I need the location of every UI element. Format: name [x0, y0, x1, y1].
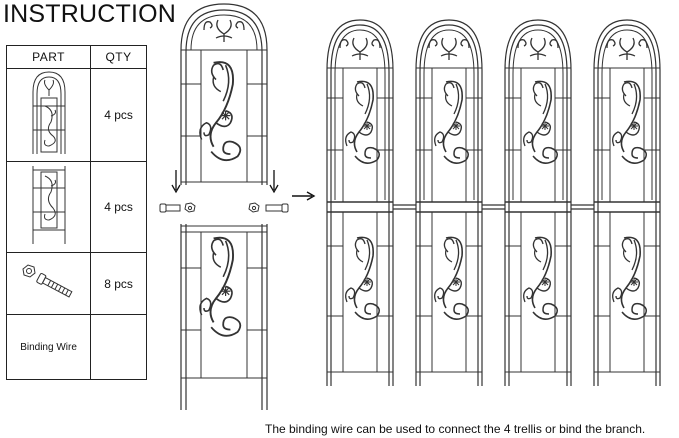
header-part: PART	[5, 45, 92, 69]
qty-cell: 4 pcs	[90, 161, 147, 253]
down-arrow-icon	[171, 170, 181, 194]
trellis-bottom-panel-icon	[32, 165, 66, 244]
connector-bars	[393, 204, 594, 210]
bolt-and-nut-icon	[22, 264, 73, 298]
parts-table: PART QTY 4 pcs	[5, 45, 147, 380]
bolt-right-icon	[248, 202, 289, 213]
assembled-trellis	[327, 20, 393, 386]
trellis-top-panel-icon	[32, 70, 66, 154]
bolt-left-icon	[159, 202, 196, 213]
right-arrow-icon	[292, 191, 316, 201]
assembled-trellis	[505, 20, 571, 386]
qty-cell: 8 pcs	[90, 252, 147, 315]
exploded-top-panel	[180, 3, 268, 185]
header-qty: QTY	[90, 45, 147, 69]
assembled-trellis	[416, 20, 482, 386]
exploded-bottom-panel	[180, 224, 268, 410]
page-title: INSTRUCTION	[3, 0, 177, 28]
part-cell-top-panel	[5, 68, 92, 162]
part-cell-bottom-panel	[5, 161, 92, 253]
part-cell-binding-wire: Binding Wire	[5, 314, 92, 380]
caption-text: The binding wire can be used to connect …	[265, 422, 646, 436]
assembled-trellis	[594, 20, 660, 386]
down-arrow-icon	[269, 170, 279, 194]
qty-cell	[90, 314, 147, 380]
